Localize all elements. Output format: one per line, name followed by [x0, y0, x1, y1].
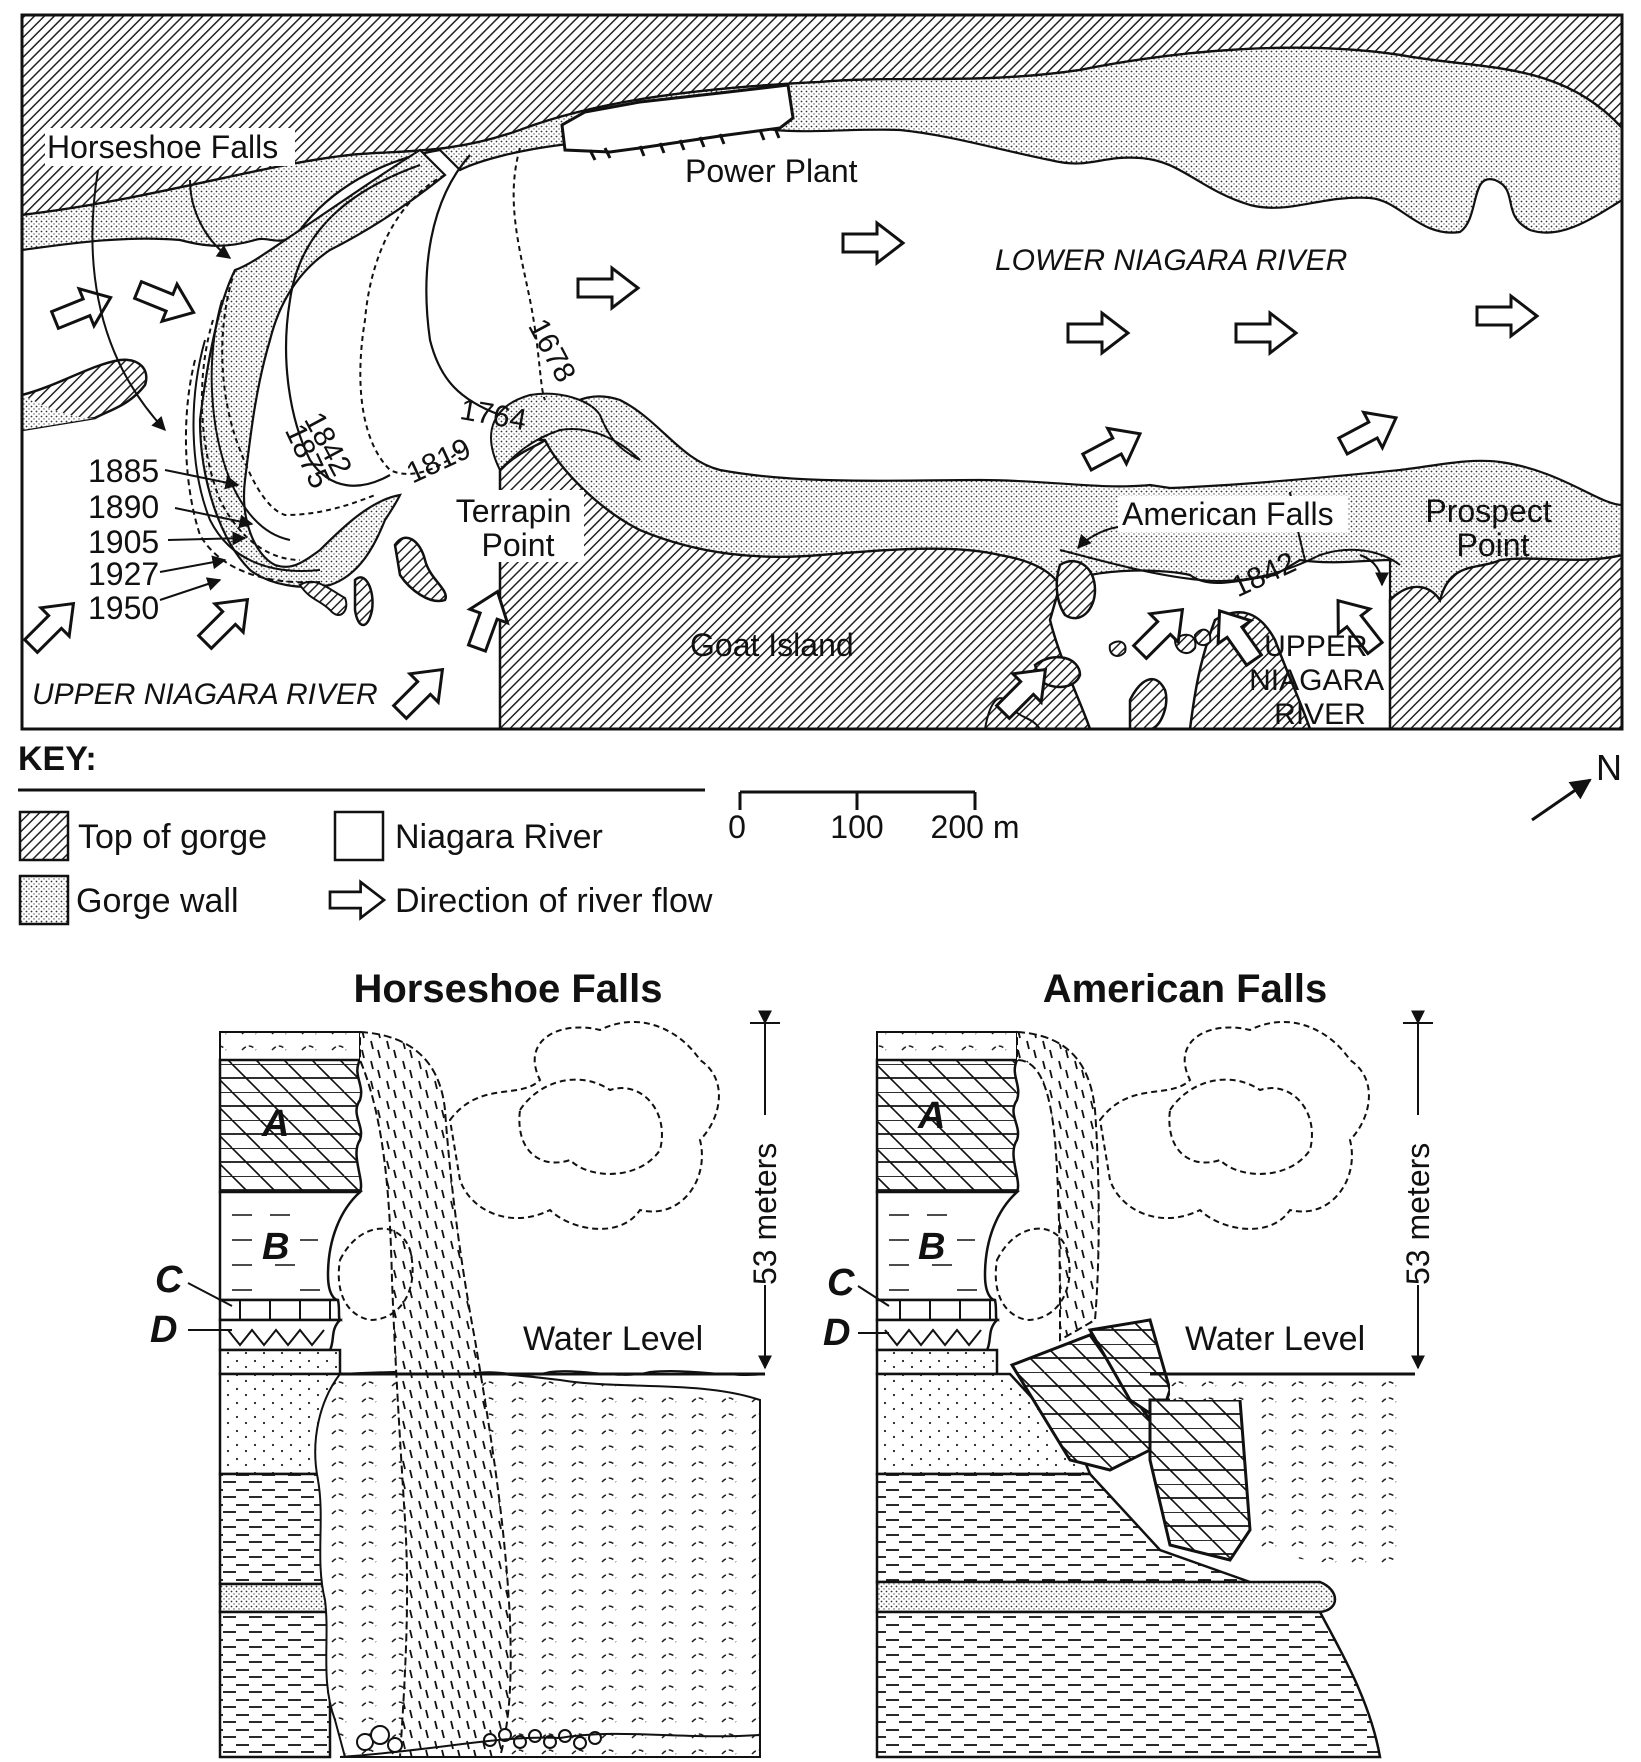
- scale-bar: 0 100 200 m: [728, 790, 1020, 845]
- american-water-level: Water Level: [1185, 1320, 1365, 1358]
- layer-c-horseshoe: [218, 1298, 344, 1322]
- layer-b-horseshoe: [218, 1190, 364, 1302]
- horseshoe-title: Horseshoe Falls: [353, 967, 662, 1011]
- gorge-wall-north: [20, 46, 1624, 252]
- swatch-flow-arrow: [328, 880, 386, 920]
- swatch-niagara-river: [333, 810, 385, 862]
- layer-a-horseshoe: [218, 1058, 363, 1194]
- horseshoe-height: 53 meters: [747, 1143, 783, 1285]
- label-terrapin-point: Terrapin Point: [456, 493, 581, 563]
- label-goat-island: Goat Island: [690, 627, 854, 663]
- label-upper-river-right: UPPER NIAGARA RIVER: [1249, 630, 1391, 731]
- label-american-falls: American Falls: [1122, 496, 1334, 532]
- label-power-plant: Power Plant: [685, 153, 858, 189]
- american-label-b: B: [918, 1226, 945, 1268]
- horseshoe-water-curtain: [359, 1030, 512, 1758]
- talus-block: [1148, 1398, 1252, 1562]
- crest-line-1678: [512, 147, 546, 401]
- american-falls-crest: [1059, 548, 1401, 582]
- key-flow-direction: Direction of river flow: [395, 882, 713, 920]
- layer-b-american: [875, 1190, 1021, 1302]
- key-niagara-river: Niagara River: [395, 818, 603, 856]
- swatch-gorge-wall: [18, 874, 70, 926]
- american-falls-section: American Falls Water Level: [823, 967, 1436, 1759]
- label-prospect-point: Prospect Point: [1425, 493, 1560, 563]
- horseshoe-water-level: Water Level: [523, 1320, 703, 1358]
- american-title: American Falls: [1043, 967, 1328, 1011]
- crest-line-1875: [221, 269, 376, 517]
- american-water-curtain: [1016, 1030, 1100, 1342]
- horseshoe-label-a: A: [261, 1103, 289, 1145]
- layer-c-american: [875, 1298, 1001, 1322]
- scale-tick-0: 0: [728, 809, 746, 845]
- year-list: 1885 1890 1905 1927 1950: [88, 453, 168, 626]
- scale-tick-100: 100: [830, 809, 883, 845]
- scale-tick-200: 200 m: [931, 809, 1020, 845]
- american-label-a: A: [917, 1095, 945, 1137]
- crest-line-1842: [285, 163, 421, 487]
- label-horseshoe-falls: Horseshoe Falls: [47, 129, 278, 165]
- niagara-map: Horseshoe Falls Power Plant LOWER NIAGAR…: [15, 13, 1624, 731]
- horseshoe-gorge-wall: [198, 148, 447, 588]
- label-upper-river-left: UPPER NIAGARA RIVER: [32, 678, 378, 711]
- north-arrow: N: [1531, 747, 1622, 822]
- layer-a-american: [875, 1058, 1020, 1194]
- crest-line-1764: [425, 154, 501, 417]
- swatch-top-of-gorge: [18, 810, 70, 862]
- label-lower-river: LOWER NIAGARA RIVER: [995, 244, 1347, 277]
- american-label-c: C: [827, 1262, 855, 1304]
- power-plant: [560, 83, 795, 161]
- horseshoe-plunge-pool: [314, 1370, 761, 1758]
- horseshoe-label-d: D: [150, 1309, 177, 1351]
- american-height: 53 meters: [1400, 1143, 1436, 1285]
- horseshoe-label-c: C: [155, 1259, 183, 1301]
- map-key: KEY: Top of gorge Niagara River Gorge wa…: [18, 740, 1622, 926]
- north-label: N: [1596, 747, 1622, 788]
- key-top-of-gorge: Top of gorge: [78, 818, 267, 856]
- key-gorge-wall: Gorge wall: [76, 882, 239, 920]
- key-title: KEY:: [18, 740, 97, 778]
- horseshoe-label-b: B: [262, 1226, 289, 1268]
- crest-line-1819: [359, 174, 461, 475]
- american-label-d: D: [823, 1312, 850, 1354]
- horseshoe-falls-section: Horseshoe Falls: [150, 967, 783, 1759]
